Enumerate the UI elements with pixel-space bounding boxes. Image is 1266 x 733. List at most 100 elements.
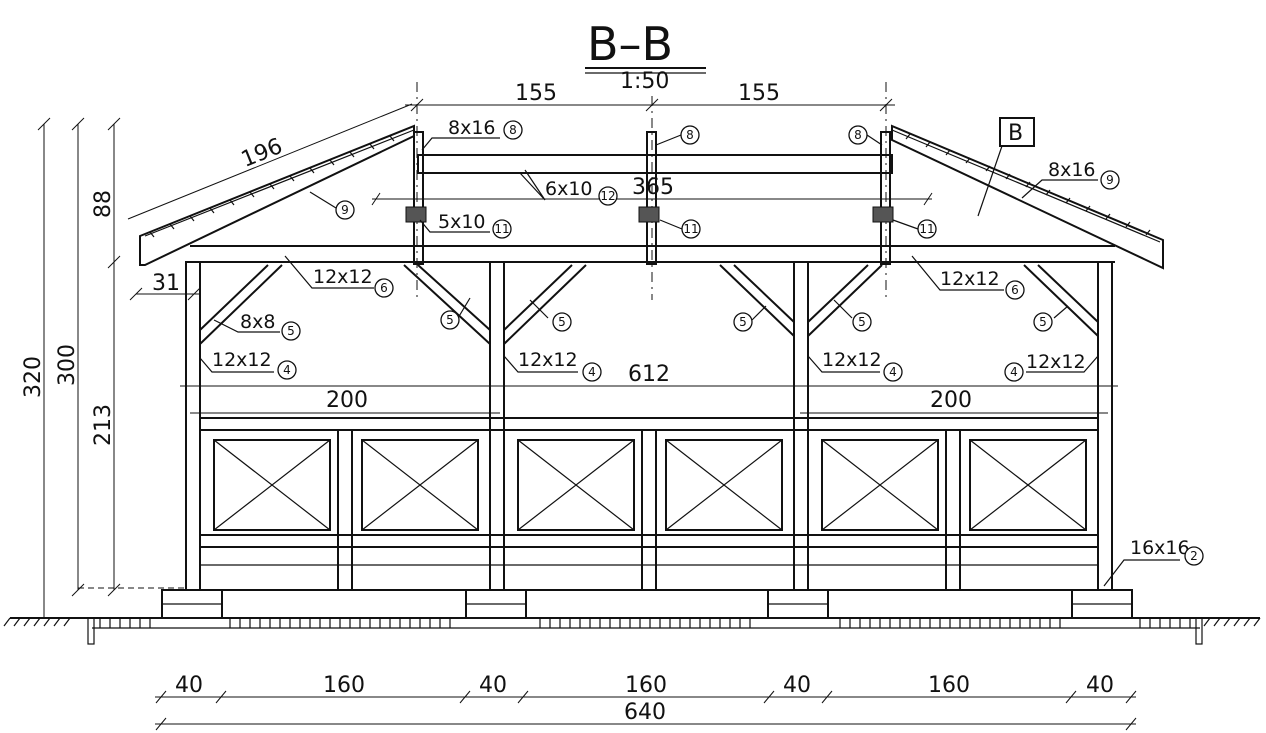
dim-320: 320 bbox=[21, 356, 46, 398]
leader-11-c bbox=[892, 219, 919, 230]
dim-tick bbox=[410, 98, 424, 112]
leader-5-b bbox=[457, 297, 471, 319]
label-16x16: 16x16 bbox=[1130, 537, 1190, 559]
tag-5-a bbox=[281, 321, 301, 341]
leader-8-c bbox=[866, 134, 883, 146]
dim-155-left: 155 bbox=[515, 81, 557, 106]
leader-8x16 bbox=[421, 137, 500, 151]
roof-right bbox=[891, 124, 1164, 270]
tag-4-a-text: 4 bbox=[283, 363, 291, 377]
ground-stake-left bbox=[87, 617, 95, 645]
dim-tick bbox=[879, 98, 893, 112]
label-12x12-beam-left: 12x12 bbox=[313, 266, 373, 288]
post-2 bbox=[489, 261, 505, 591]
king-post-left bbox=[413, 131, 424, 265]
tag-5-b bbox=[440, 310, 460, 330]
label-8x16-right: 8x16 bbox=[1048, 159, 1096, 181]
leader-post-4 bbox=[1026, 355, 1099, 373]
label-post-1: 12x12 bbox=[212, 349, 272, 371]
dim-300: 300 bbox=[55, 344, 80, 386]
tag-11-a-text: 11 bbox=[494, 222, 509, 236]
roof-right-cladding bbox=[891, 129, 1161, 243]
dim-200-right: 200 bbox=[930, 388, 972, 413]
roof-left-cladding bbox=[144, 129, 415, 237]
tag-5-f-text: 5 bbox=[1039, 315, 1047, 329]
tag-9-a bbox=[335, 200, 355, 220]
tag-2 bbox=[1184, 546, 1204, 566]
foundations bbox=[161, 589, 1133, 619]
tag-11-b-text: 11 bbox=[683, 222, 698, 236]
dim-365: 365 bbox=[632, 175, 674, 200]
section-scale: 1:50 bbox=[620, 69, 669, 94]
leader-5-e bbox=[833, 299, 853, 319]
dim-tick bbox=[37, 117, 51, 131]
tag-4-a bbox=[277, 360, 297, 380]
tag-4-d-text: 4 bbox=[1010, 365, 1018, 379]
dim-tick bbox=[107, 117, 121, 131]
dim-tick bbox=[107, 583, 121, 597]
brace-6 bbox=[1023, 264, 1099, 337]
tag-8-b-text: 8 bbox=[686, 128, 694, 142]
tag-6-b-text: 6 bbox=[1011, 283, 1019, 297]
callout-b: B bbox=[1008, 121, 1023, 146]
dim-tick bbox=[71, 117, 85, 131]
tag-11-a bbox=[492, 219, 512, 239]
brace-5 bbox=[807, 264, 883, 337]
tag-5-e bbox=[852, 312, 872, 332]
leader-5-f bbox=[1053, 305, 1069, 319]
label-8x16-top: 8x16 bbox=[448, 117, 496, 139]
gravel-texture bbox=[99, 618, 1191, 628]
king-post-middle bbox=[646, 131, 657, 265]
dim-bottom-4: 160 bbox=[625, 673, 667, 698]
brace-2 bbox=[403, 264, 491, 345]
leader-5x10 bbox=[419, 219, 490, 233]
bolt-middle bbox=[638, 206, 660, 223]
section-title: B–B bbox=[587, 17, 673, 71]
dim-tick bbox=[107, 255, 121, 269]
dim-tick bbox=[187, 287, 201, 301]
tag-8-c-text: 8 bbox=[854, 128, 862, 142]
leader-post-1 bbox=[199, 357, 274, 373]
dim-tick bbox=[923, 192, 933, 206]
post-4 bbox=[1097, 261, 1113, 591]
post-3 bbox=[793, 261, 809, 591]
tag-4-b-text: 4 bbox=[588, 365, 596, 379]
dim-bottom-6: 160 bbox=[928, 673, 970, 698]
post-1 bbox=[185, 261, 201, 591]
tag-6-b bbox=[1005, 280, 1025, 300]
leader-8x16-right bbox=[1021, 179, 1098, 199]
leader-5-c bbox=[529, 299, 549, 319]
dim-bottom-3: 40 bbox=[479, 673, 507, 698]
tag-5-e-text: 5 bbox=[858, 315, 866, 329]
tag-5-c-text: 5 bbox=[558, 315, 566, 329]
railing-panels bbox=[213, 429, 1087, 591]
tag-8-a-text: 8 bbox=[509, 123, 517, 137]
bottom-ticks bbox=[155, 690, 1137, 704]
label-5x10: 5x10 bbox=[438, 211, 486, 233]
roof-left-shingles bbox=[149, 135, 395, 238]
leader-12x12-right bbox=[911, 255, 1004, 291]
tag-9-b-text: 9 bbox=[1106, 173, 1114, 187]
leader-16x16 bbox=[1103, 559, 1180, 587]
dim-rafter bbox=[127, 103, 413, 220]
leader-6x10 bbox=[519, 169, 546, 201]
ground-stake-right bbox=[1195, 617, 1203, 645]
tag-4-b bbox=[582, 362, 602, 382]
tag-5-d-text: 5 bbox=[739, 315, 747, 329]
dim-155-right: 155 bbox=[738, 81, 780, 106]
dim-tick bbox=[645, 98, 659, 112]
tag-6-a bbox=[374, 278, 394, 298]
tag-11-c bbox=[917, 219, 937, 239]
leader-8-b bbox=[655, 134, 682, 146]
brace-3 bbox=[503, 264, 587, 345]
dim-tick bbox=[155, 717, 167, 731]
king-post-right bbox=[880, 131, 891, 265]
tag-4-c-text: 4 bbox=[889, 365, 897, 379]
tag-5-a-text: 5 bbox=[287, 324, 295, 338]
leader-12x12-left bbox=[284, 255, 374, 289]
tag-11-b bbox=[681, 219, 701, 239]
dim-tick bbox=[71, 583, 85, 597]
tag-8-a bbox=[503, 120, 523, 140]
roof-left bbox=[139, 124, 415, 266]
